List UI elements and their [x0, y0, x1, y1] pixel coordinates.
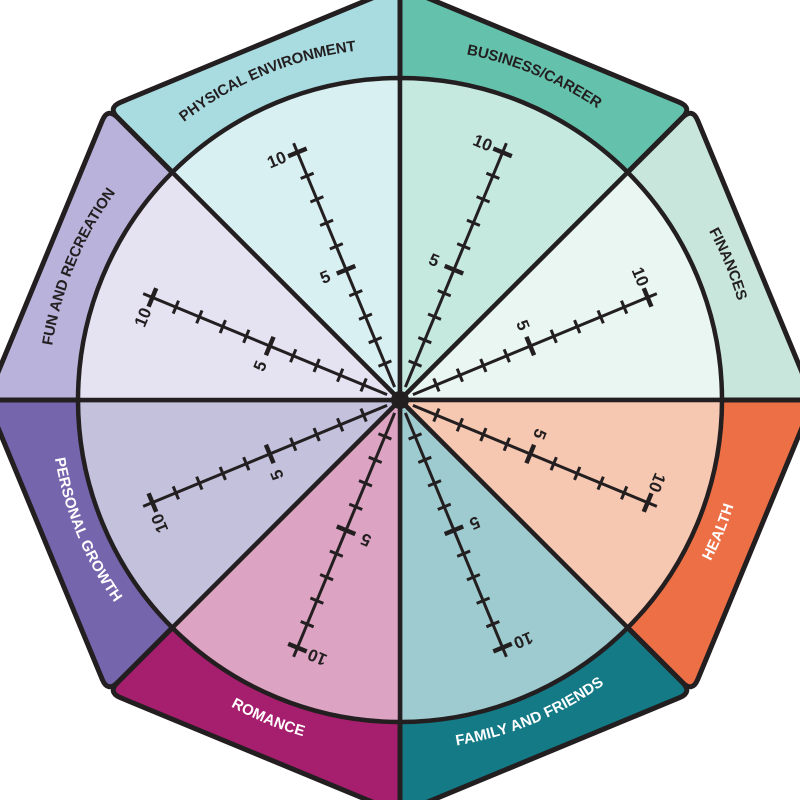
romance-wedge [170, 397, 403, 725]
health-tick-1 [432, 408, 441, 423]
health-tick-5 [524, 443, 537, 465]
personal-growth-tick-1 [359, 408, 368, 423]
finances-wedge [397, 170, 725, 403]
wheel-hub [391, 391, 409, 409]
romance-tick-2 [368, 455, 383, 464]
fun-and-recreation-wedge [75, 170, 403, 403]
physical-environment-tick-3 [358, 312, 373, 321]
family-and-friends-scale-line [403, 412, 508, 658]
business-career-tick-2 [417, 336, 432, 345]
family-and-friends-tick-2 [417, 455, 432, 464]
physical-environment-tick-9 [300, 171, 315, 180]
romance-tick-1 [377, 432, 392, 441]
health-tick-6 [549, 456, 558, 471]
family-and-friends-tick-7 [466, 573, 481, 582]
romance-tick-3 [358, 479, 373, 488]
finances-tick-5 [524, 335, 537, 357]
fun-and-recreation-tick-6 [242, 329, 251, 344]
business-career-wedge [397, 75, 630, 403]
finances-tick-4 [502, 348, 511, 363]
family-and-friends-tick-9 [485, 620, 500, 629]
finances-tick-8 [596, 309, 605, 324]
finances-tick-3 [479, 358, 488, 373]
personal-growth-scale-line [142, 403, 388, 508]
fun-and-recreation-tick-8 [195, 309, 204, 324]
romance-tick-9 [300, 620, 315, 629]
personal-growth-tick-4 [289, 437, 298, 452]
finances-tick-2 [455, 368, 464, 383]
fun-and-recreation-tick-2 [336, 368, 345, 383]
business-career-tick-5 [443, 263, 465, 276]
personal-growth-tick-5 [263, 443, 276, 465]
physical-environment-tick-2 [368, 336, 383, 345]
physical-environment-tick-7 [319, 218, 334, 227]
physical-environment-tick-1 [377, 359, 392, 368]
physical-environment-tick-8 [309, 195, 324, 204]
physical-environment-tick-10 [287, 146, 308, 159]
family-and-friends-tick-8 [476, 596, 491, 605]
business-career-scale-line [403, 142, 508, 388]
fun-and-recreation-tick-9 [171, 300, 180, 315]
health-tick-2 [455, 417, 464, 432]
personal-growth-tick-8 [195, 476, 204, 491]
health-scale-line [412, 403, 658, 508]
fun-and-recreation-tick-3 [312, 358, 321, 373]
personal-growth-tick-2 [336, 417, 345, 432]
romance-tick-7 [319, 573, 334, 582]
fun-and-recreation-tick-7 [218, 319, 227, 334]
business-career-tick-3 [427, 312, 442, 321]
fun-and-recreation-tick-10 [146, 287, 159, 308]
business-career-tick-8 [476, 195, 491, 204]
fun-and-recreation-tick-4 [289, 348, 298, 363]
health-tick-3 [479, 427, 488, 442]
finances-scale-line [412, 292, 658, 397]
business-career-tick-4 [437, 289, 452, 298]
romance-tick-10 [287, 641, 308, 654]
physical-environment-tick-6 [329, 242, 344, 251]
romance-scale-line [292, 412, 397, 658]
personal-growth-tick-3 [312, 427, 321, 442]
business-career-tick-1 [408, 359, 423, 368]
health-tick-8 [596, 476, 605, 491]
personal-growth-wedge [75, 397, 403, 630]
finances-tick-9 [620, 300, 629, 315]
fun-and-recreation-scale-line [142, 292, 388, 397]
romance-tick-6 [329, 549, 344, 558]
health-tick-9 [620, 485, 629, 500]
finances-tick-10 [641, 287, 654, 308]
personal-growth-tick-6 [242, 456, 251, 471]
health-tick-4 [502, 437, 511, 452]
family-and-friends-tick-5 [443, 524, 465, 537]
business-career-tick-7 [466, 218, 481, 227]
physical-environment-tick-4 [348, 289, 363, 298]
business-career-tick-6 [456, 242, 471, 251]
health-tick-7 [573, 466, 582, 481]
personal-growth-tick-10 [146, 492, 159, 513]
romance-tick-5 [335, 524, 357, 537]
romance-tick-8 [309, 596, 324, 605]
business-career-tick-9 [485, 171, 500, 180]
family-and-friends-tick-3 [427, 479, 442, 488]
finances-tick-6 [549, 329, 558, 344]
personal-growth-tick-7 [218, 466, 227, 481]
family-and-friends-tick-6 [456, 549, 471, 558]
physical-environment-scale-line [292, 142, 397, 388]
family-and-friends-tick-4 [437, 502, 452, 511]
personal-growth-tick-9 [171, 485, 180, 500]
family-and-friends-wedge [397, 397, 630, 725]
health-tick-10 [641, 492, 654, 513]
fun-and-recreation-tick-5 [263, 335, 276, 357]
family-and-friends-tick-10 [492, 641, 513, 654]
fun-and-recreation-tick-1 [359, 377, 368, 392]
physical-environment-wedge [170, 75, 403, 403]
finances-tick-7 [573, 319, 582, 334]
romance-tick-4 [348, 502, 363, 511]
family-and-friends-tick-1 [408, 432, 423, 441]
physical-environment-tick-5 [335, 263, 357, 276]
business-career-tick-10 [492, 146, 513, 159]
health-wedge [397, 397, 725, 630]
finances-tick-1 [432, 377, 441, 392]
